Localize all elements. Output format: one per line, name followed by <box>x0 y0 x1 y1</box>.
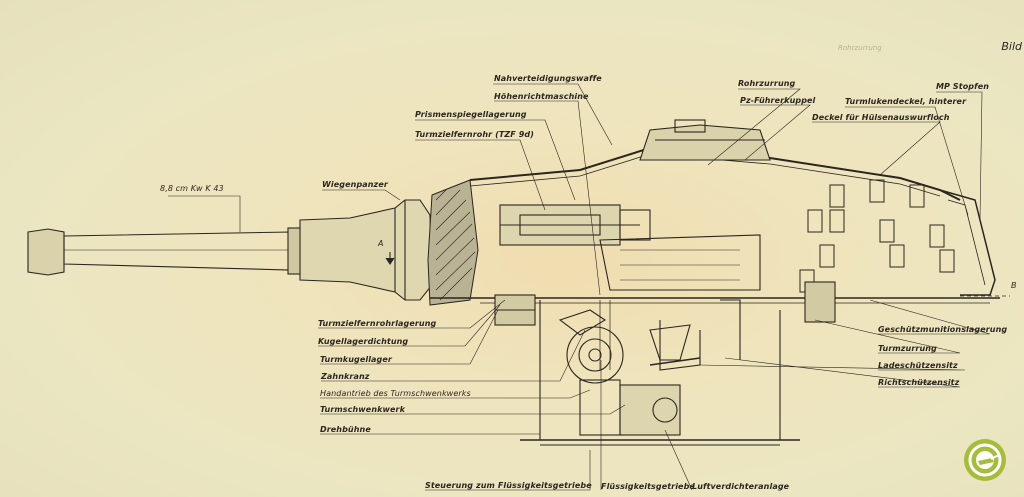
turret-basket <box>520 300 800 446</box>
leader-lines <box>168 83 991 491</box>
label-pz-fuehrerkuppel: Pz-Führerkuppel <box>740 96 816 105</box>
gun-barrel <box>27 227 303 276</box>
turret-front-armour <box>427 179 479 306</box>
hydraulic-drive <box>558 309 691 436</box>
gun-breech <box>499 204 651 246</box>
label-nahverteidigungswaffe: Nahverteidigungswaffe <box>494 74 602 83</box>
gun-mantlet <box>299 199 433 301</box>
label-turmlukendeckel: Turmlukendeckel, hinterer <box>845 97 967 106</box>
crew-seats <box>649 299 741 371</box>
label-luftverdichteranlage: Luftverdichteranlage <box>692 482 790 491</box>
label-ladeschuetzensitz: Ladeschützensitz <box>878 361 958 370</box>
faint-pencil-note: Rohrzurrung <box>838 44 882 52</box>
plate-title: Bild <box>1001 40 1022 53</box>
label-kanone: 8,8 cm Kw K 43 <box>160 184 224 193</box>
label-prismenspiegellagerung: Prismenspiegellagerung <box>415 110 527 119</box>
label-geschuetzmunitionslagerung: Geschützmunitionslagerung <box>878 325 1008 334</box>
label-rohrzurrung: Rohrzurrung <box>738 79 796 88</box>
label-kugellagerdichtung: Kugellagerdichtung <box>318 337 409 346</box>
label-mp-stopfen: MP Stopfen <box>936 82 990 91</box>
label-section-a: A <box>378 239 384 248</box>
label-fluessigkeitsgetriebe: Flüssigkeitsgetriebe <box>601 482 695 491</box>
ammunition-racks <box>799 179 955 293</box>
label-steuerung: Steuerung zum Flüssigkeitsgetriebe <box>425 481 592 490</box>
commander-cupola <box>639 119 771 161</box>
label-drehbuehne: Drehbühne <box>320 425 371 434</box>
label-handantrieb: Handantrieb des Turmschwenkwerks <box>320 389 471 398</box>
label-deckel-huelsenauswurf: Deckel für Hülsenauswurfloch <box>812 113 950 122</box>
label-turmkugellager: Turmkugellager <box>320 355 392 364</box>
turret-ring <box>494 281 836 326</box>
armour-hatching <box>435 189 476 301</box>
turret-rear <box>939 189 996 296</box>
label-richtschuetzensitz: Richtschützensitz <box>878 378 960 387</box>
recoil-guard <box>599 234 761 291</box>
logo-badge <box>964 439 1006 481</box>
label-hoehenrichtmaschine: Höhenrichtmaschine <box>494 92 589 101</box>
tank-crest-icon <box>968 443 1002 477</box>
label-turmschwenkwerk: Turmschwenkwerk <box>320 405 406 414</box>
label-wiegenpanzer: Wiegenpanzer <box>322 180 388 189</box>
label-section-b: B <box>1011 281 1017 290</box>
label-zahnkranz: Zahnkranz <box>321 372 370 381</box>
section-arrow-a <box>385 252 395 265</box>
label-turmzielfernrohrlagerung: Turmzielfernrohrlagerung <box>318 319 437 328</box>
label-turmzielfernrohr: Turmzielfernrohr (TZF 9d) <box>415 130 534 139</box>
label-turmzurrung: Turmzurrung <box>878 344 937 353</box>
